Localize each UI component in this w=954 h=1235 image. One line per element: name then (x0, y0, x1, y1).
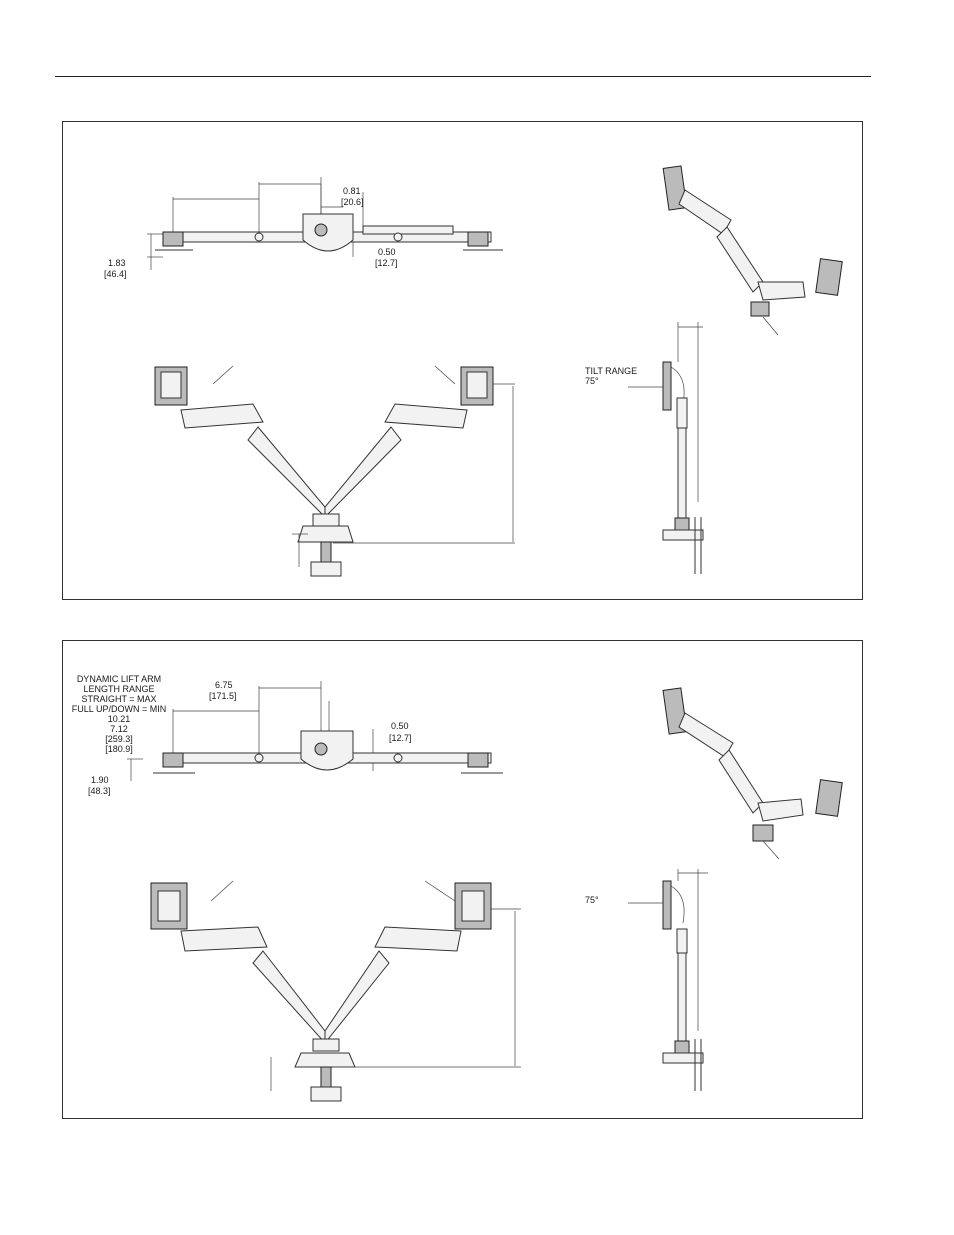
top-view-arm (153, 730, 503, 774)
top-view-dimensions (127, 681, 374, 781)
dynamic-lift-note: DYNAMIC LIFT ARM (76, 674, 162, 684)
arm-drawing-bottom (127, 681, 843, 1102)
dim-label: 0.50 (378, 247, 396, 257)
top-view-arm (155, 213, 503, 252)
range-value: 7.12 (110, 724, 128, 734)
dim-label-mm: [20.6] (341, 197, 364, 207)
dim-label-mm: [12.7] (375, 258, 398, 268)
front-view-arm (150, 880, 521, 1102)
dim-label: 1.90 (91, 775, 109, 785)
drawing-panel-top: 0.81 [20.6] 1.83 [46.4] 0.50 [12.7] TILT… (62, 121, 863, 600)
dim-label: 1.83 (108, 258, 126, 268)
dim-label: 6.75 (215, 680, 233, 690)
top-view-dimensions (147, 177, 364, 270)
dynamic-lift-note: LENGTH RANGE (83, 684, 155, 694)
dim-label-mm: [12.7] (389, 733, 412, 743)
iso-view-arm (662, 687, 843, 860)
dim-label: 0.81 (343, 186, 361, 196)
drawing-panel-bottom: DYNAMIC LIFT ARM LENGTH RANGE STRAIGHT =… (62, 640, 863, 1119)
front-view-arm (154, 365, 515, 577)
dynamic-lift-note: STRAIGHT = MAX (81, 694, 157, 704)
range-value-mm: [180.9] (105, 744, 133, 754)
dim-label-mm: [46.4] (104, 269, 127, 279)
iso-view-arm (662, 165, 843, 336)
range-value-mm: [259.3] (105, 734, 133, 744)
tilt-range-value: 75° (585, 376, 599, 386)
dim-label-mm: [171.5] (209, 691, 237, 701)
dim-label-mm: [48.3] (88, 786, 111, 796)
dim-label: 0.50 (391, 721, 409, 731)
dynamic-lift-note: FULL UP/DOWN = MIN (71, 704, 167, 714)
tilt-range-label: TILT RANGE (585, 366, 638, 376)
tilt-range-value: 75° (585, 895, 599, 905)
header-rule (55, 76, 871, 77)
arm-drawing-top (147, 165, 843, 577)
side-view-arm (628, 322, 704, 574)
range-value: 10.21 (107, 714, 131, 724)
side-view-arm (628, 869, 708, 1091)
